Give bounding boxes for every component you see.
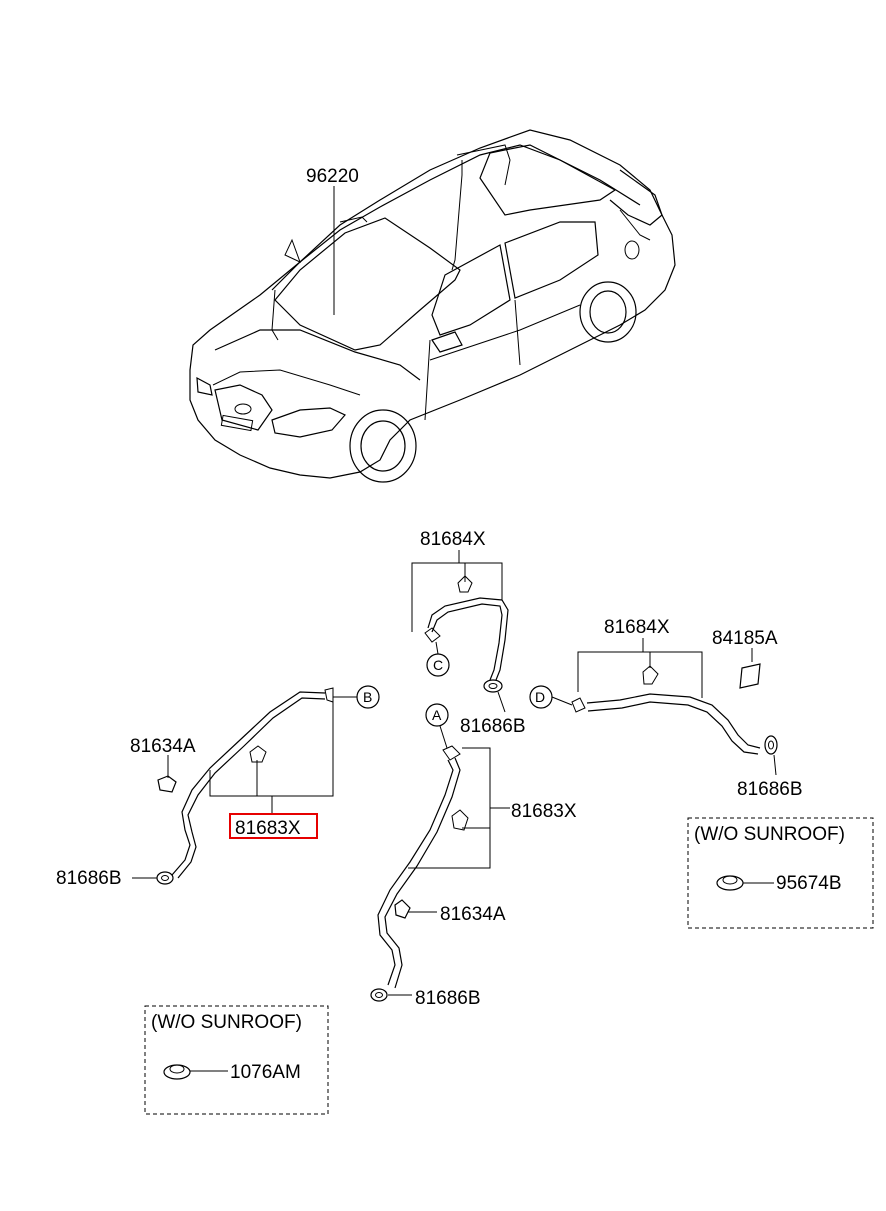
hose-assembly-front-left: 81683X B (156, 685, 380, 885)
sunroof-note-right-title: (W/O SUNROOF) (694, 824, 845, 845)
clip-icon (457, 575, 473, 593)
callout-c-icon[interactable] (426, 653, 450, 677)
sunroof-note-left-title: (W/O SUNROOF) (151, 1012, 302, 1033)
callout-b-letter: B (363, 689, 372, 705)
pad-label[interactable]: 84185A (712, 628, 778, 649)
hose-rear-left-label[interactable]: 81684X (420, 529, 486, 550)
grommet-left-group: 81686B (56, 868, 157, 889)
grommet-right-label[interactable]: 81686B (737, 779, 803, 800)
grommet-icon (370, 988, 388, 1002)
callout-c-letter: C (433, 657, 443, 673)
plug-right-label[interactable]: 95674B (776, 873, 842, 894)
hose-clamp-icon (424, 627, 441, 643)
clip-icon (249, 745, 267, 763)
grommet-center-label[interactable]: 81686B (460, 716, 526, 737)
grommet-icon (764, 735, 778, 755)
clip-icon (394, 899, 411, 919)
hose-assembly-rear-left: 81684X C 81686B (411, 529, 526, 737)
grommet-bottom-label[interactable]: 81686B (415, 988, 481, 1009)
hose-assembly-front-right: A 81683X 81634A 81686B (370, 703, 577, 1009)
hose-clamp-icon (571, 697, 586, 713)
callout-d-letter: D (535, 689, 545, 705)
clip-icon (451, 809, 469, 831)
grommet-icon (156, 871, 174, 885)
car-illustration: 96220 (189, 129, 676, 483)
clip-left-group: 81634A (130, 736, 196, 793)
harness-part-label[interactable]: 96220 (306, 166, 359, 187)
hose-clamp-icon (324, 687, 334, 703)
clip-icon (642, 665, 659, 685)
plug-left-label[interactable]: 1076AM (230, 1062, 301, 1083)
pad-icon (739, 663, 761, 689)
clip-icon (157, 775, 177, 793)
callout-a-letter: A (432, 707, 442, 723)
sunroof-note-right: (W/O SUNROOF) 95674B (687, 817, 874, 929)
plug-icon (163, 1064, 191, 1080)
plug-icon (716, 875, 744, 891)
hose-front-left-label[interactable]: 81683X (235, 818, 301, 839)
hose-assembly-rear-right: 81684X D 81686B 84185A (529, 617, 803, 800)
hose-clamp-icon (442, 745, 461, 761)
highlighted-part-box[interactable] (229, 813, 318, 839)
sunroof-note-left: (W/O SUNROOF) 1076AM (144, 1005, 329, 1115)
hose-front-right-label[interactable]: 81683X (511, 801, 577, 822)
callout-a-icon[interactable] (425, 703, 449, 727)
grommet-left-label[interactable]: 81686B (56, 868, 122, 889)
clip-right-label[interactable]: 81634A (440, 904, 506, 925)
hose-rear-right-label[interactable]: 81684X (604, 617, 670, 638)
grommet-icon (483, 679, 503, 693)
clip-left-label[interactable]: 81634A (130, 736, 196, 757)
